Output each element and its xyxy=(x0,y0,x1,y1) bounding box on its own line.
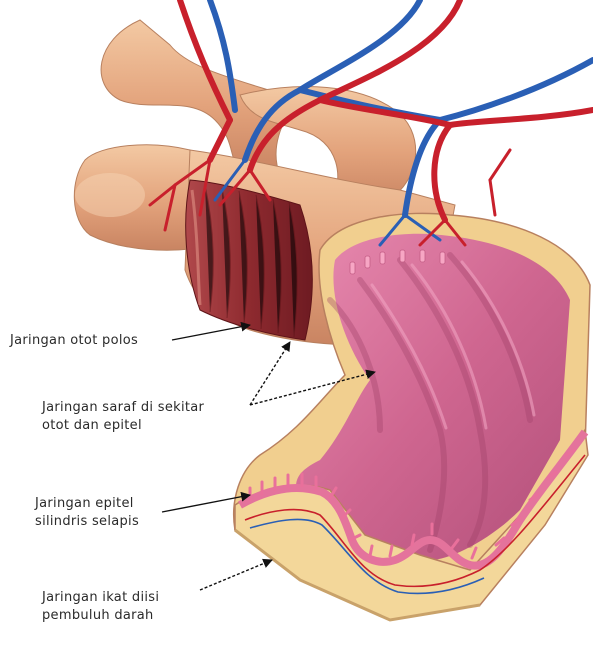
label-nerve-line2: otot dan epitel xyxy=(42,418,142,434)
label-connective-line2: pembuluh darah xyxy=(42,608,154,624)
label-nerve-line1: Jaringan saraf di sekitar xyxy=(42,400,204,416)
smooth-muscle-arrow-icon xyxy=(172,325,250,340)
label-epithelial-line2: silindris selapis xyxy=(35,514,139,530)
label-smooth-muscle: Jaringan otot polos xyxy=(10,333,138,349)
label-connective-line1: Jaringan ikat diisi xyxy=(42,590,159,606)
label-epithelial-line1: Jaringan epitel xyxy=(35,496,134,512)
connective-arrow-icon xyxy=(200,560,272,590)
